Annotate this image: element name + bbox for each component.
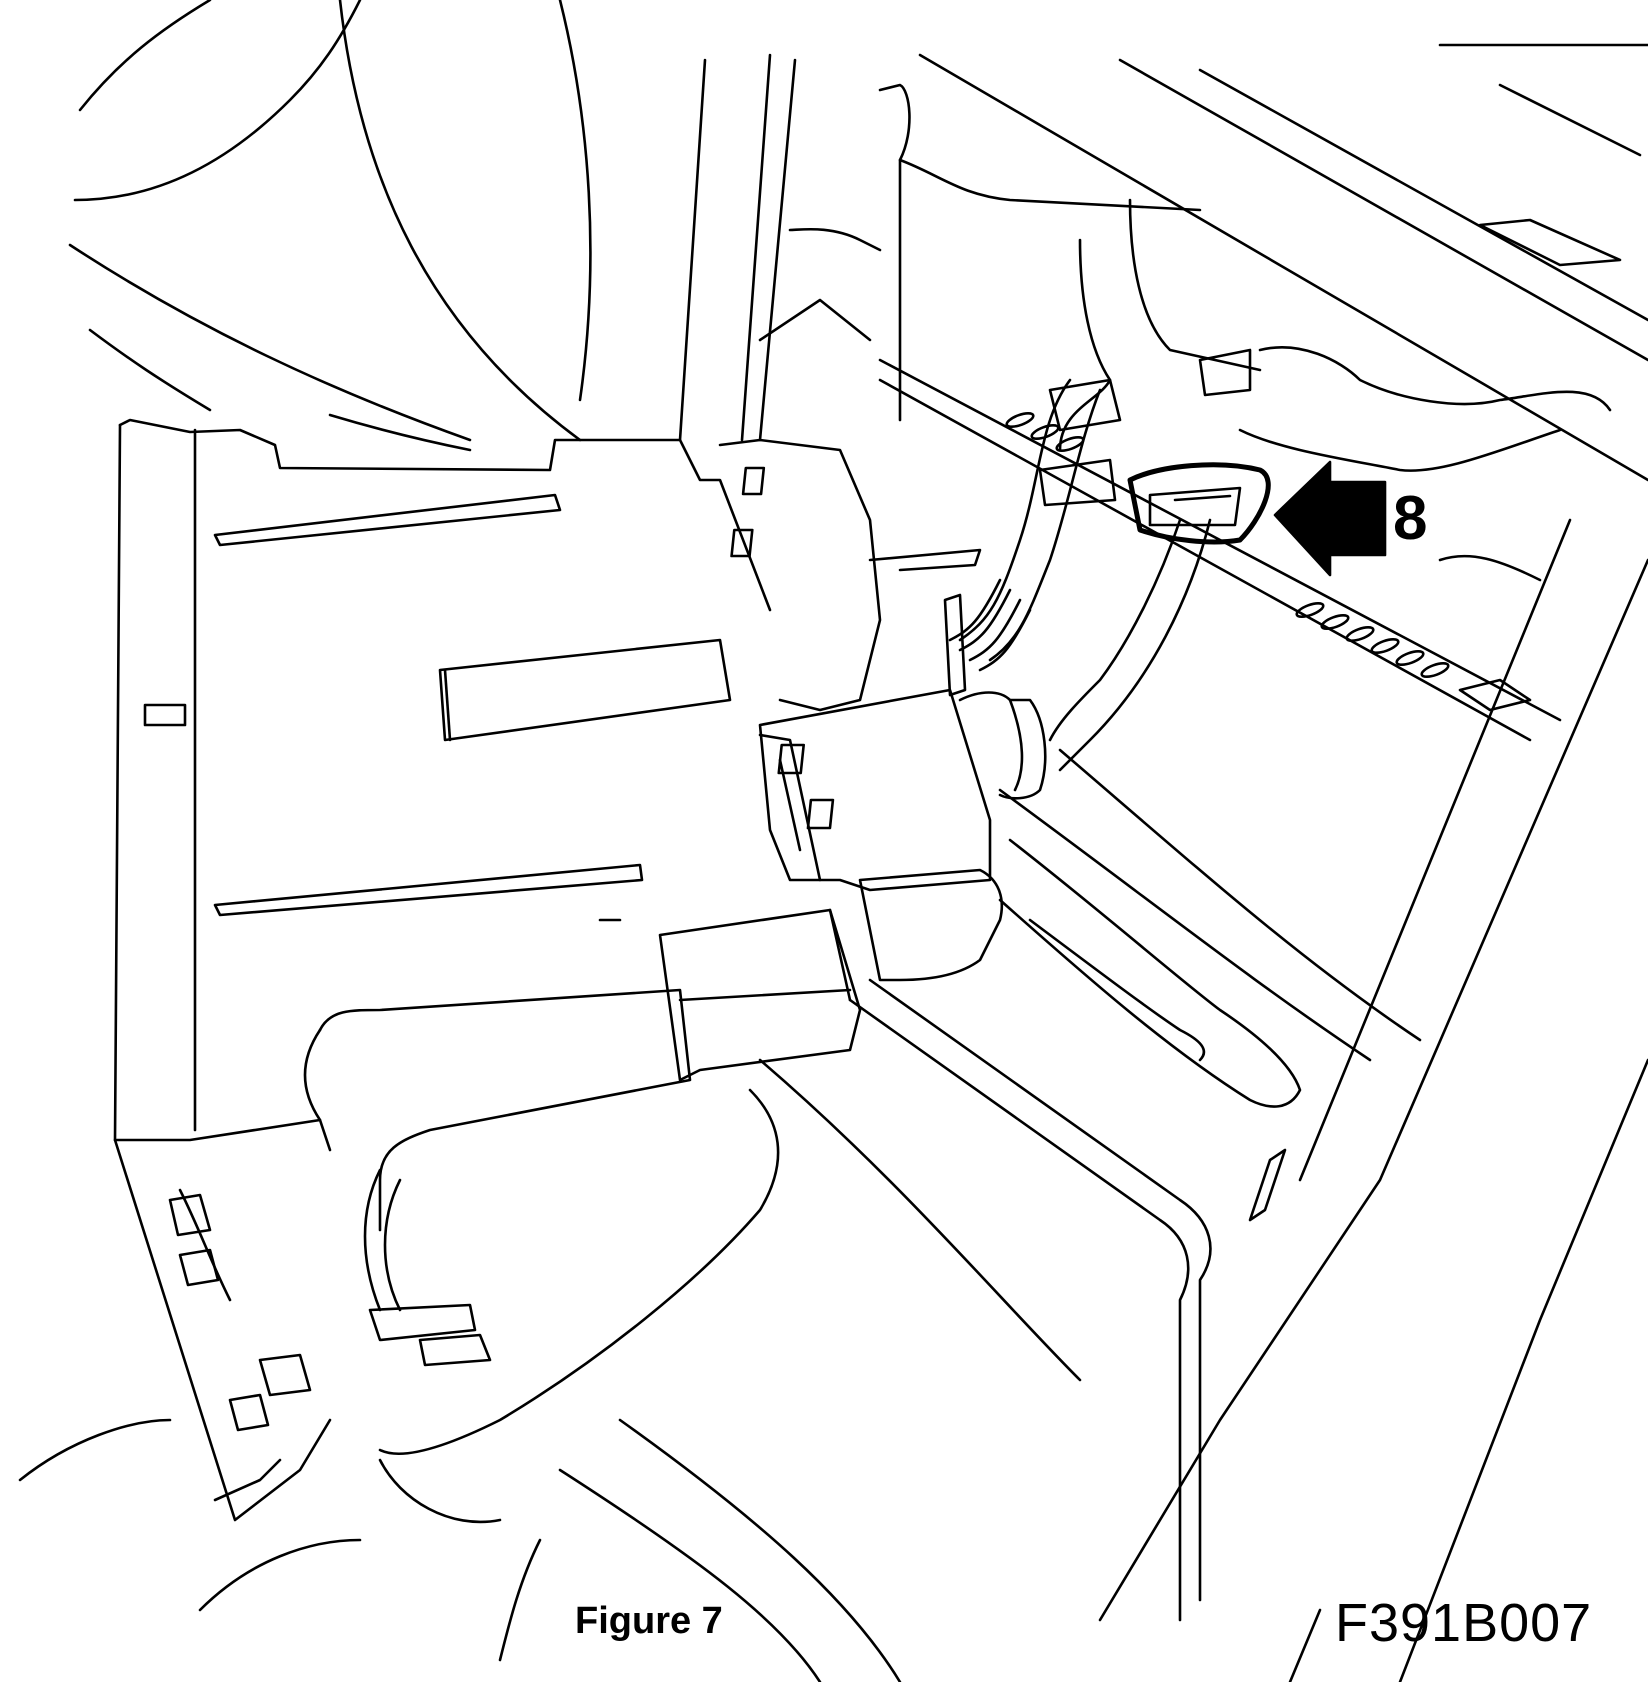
trim-line	[498, 1538, 542, 1662]
panel-outline	[788, 227, 882, 252]
panel-outline	[758, 298, 872, 342]
floor-rib	[1058, 748, 1422, 1042]
trim-line	[1288, 1608, 1322, 1682]
wire-strands	[948, 578, 1032, 672]
floor-line	[878, 378, 1532, 742]
panel-outline	[878, 83, 911, 422]
wire-bundle	[988, 388, 1102, 662]
panel-line	[1198, 68, 1648, 322]
upper-bracket	[718, 438, 982, 712]
trim-line	[88, 328, 212, 412]
electrical-connector	[1127, 462, 1271, 545]
pillar-edge	[740, 53, 772, 442]
panel-line	[1118, 58, 1648, 362]
wire-sleeve	[1198, 348, 1252, 397]
floor-slot	[1028, 918, 1206, 1062]
floor-line	[618, 1418, 902, 1682]
wire-harness	[1258, 346, 1612, 412]
cable-tie	[943, 593, 967, 697]
bracket-module	[113, 418, 772, 1522]
wire-harness	[1128, 198, 1262, 372]
duct	[318, 988, 692, 1232]
floor-line	[558, 1468, 822, 1682]
trim-curve	[338, 0, 582, 442]
center-switch-block	[758, 688, 1047, 892]
actuator-block	[598, 868, 1004, 1082]
panel-line	[918, 53, 1648, 482]
clip	[368, 1303, 477, 1342]
floor-line	[758, 1058, 1082, 1382]
wire-bundle	[1048, 518, 1182, 742]
wire-harness	[1058, 238, 1112, 452]
floor-rail	[848, 998, 1190, 1622]
floor-mark	[1248, 1148, 1287, 1222]
trim-line	[328, 413, 472, 452]
panel-line	[1498, 83, 1642, 157]
body-panel-edge	[1298, 518, 1572, 1182]
figure-caption: Figure 7	[575, 1600, 723, 1642]
wire-bundle	[958, 378, 1072, 642]
figure-code: F391B007	[1335, 1593, 1593, 1653]
hose	[363, 1168, 382, 1312]
floor-clip	[1458, 678, 1532, 712]
wire-bundle	[1058, 518, 1212, 772]
panel-outline	[898, 158, 1202, 212]
wire-harness	[1238, 428, 1562, 472]
trim-curve	[198, 1538, 362, 1612]
floor-clip	[1438, 554, 1542, 582]
hose	[378, 1458, 502, 1524]
hose	[378, 1088, 780, 1456]
clip	[418, 1333, 492, 1367]
trim-curve	[558, 0, 592, 402]
trim-line	[68, 243, 472, 442]
body-panel-edge	[1398, 1058, 1648, 1682]
callout-arrow-icon	[1273, 460, 1387, 577]
pillar-edge	[678, 58, 707, 442]
wire-sleeve	[1038, 458, 1117, 507]
panel-clip	[1478, 218, 1622, 267]
pillar-edge	[758, 58, 797, 442]
trim-curve	[73, 0, 362, 202]
duct	[303, 1028, 332, 1152]
hose	[383, 1178, 402, 1312]
floor-rail	[868, 978, 1212, 1602]
wire-sleeve	[1048, 378, 1122, 432]
trim-curve	[78, 0, 212, 112]
body-panel-edge	[1098, 558, 1648, 1622]
floor-slot	[998, 838, 1302, 1108]
trim-curve	[18, 1418, 172, 1482]
callout-number-8: 8	[1393, 484, 1428, 553]
floor-rib	[998, 788, 1372, 1062]
